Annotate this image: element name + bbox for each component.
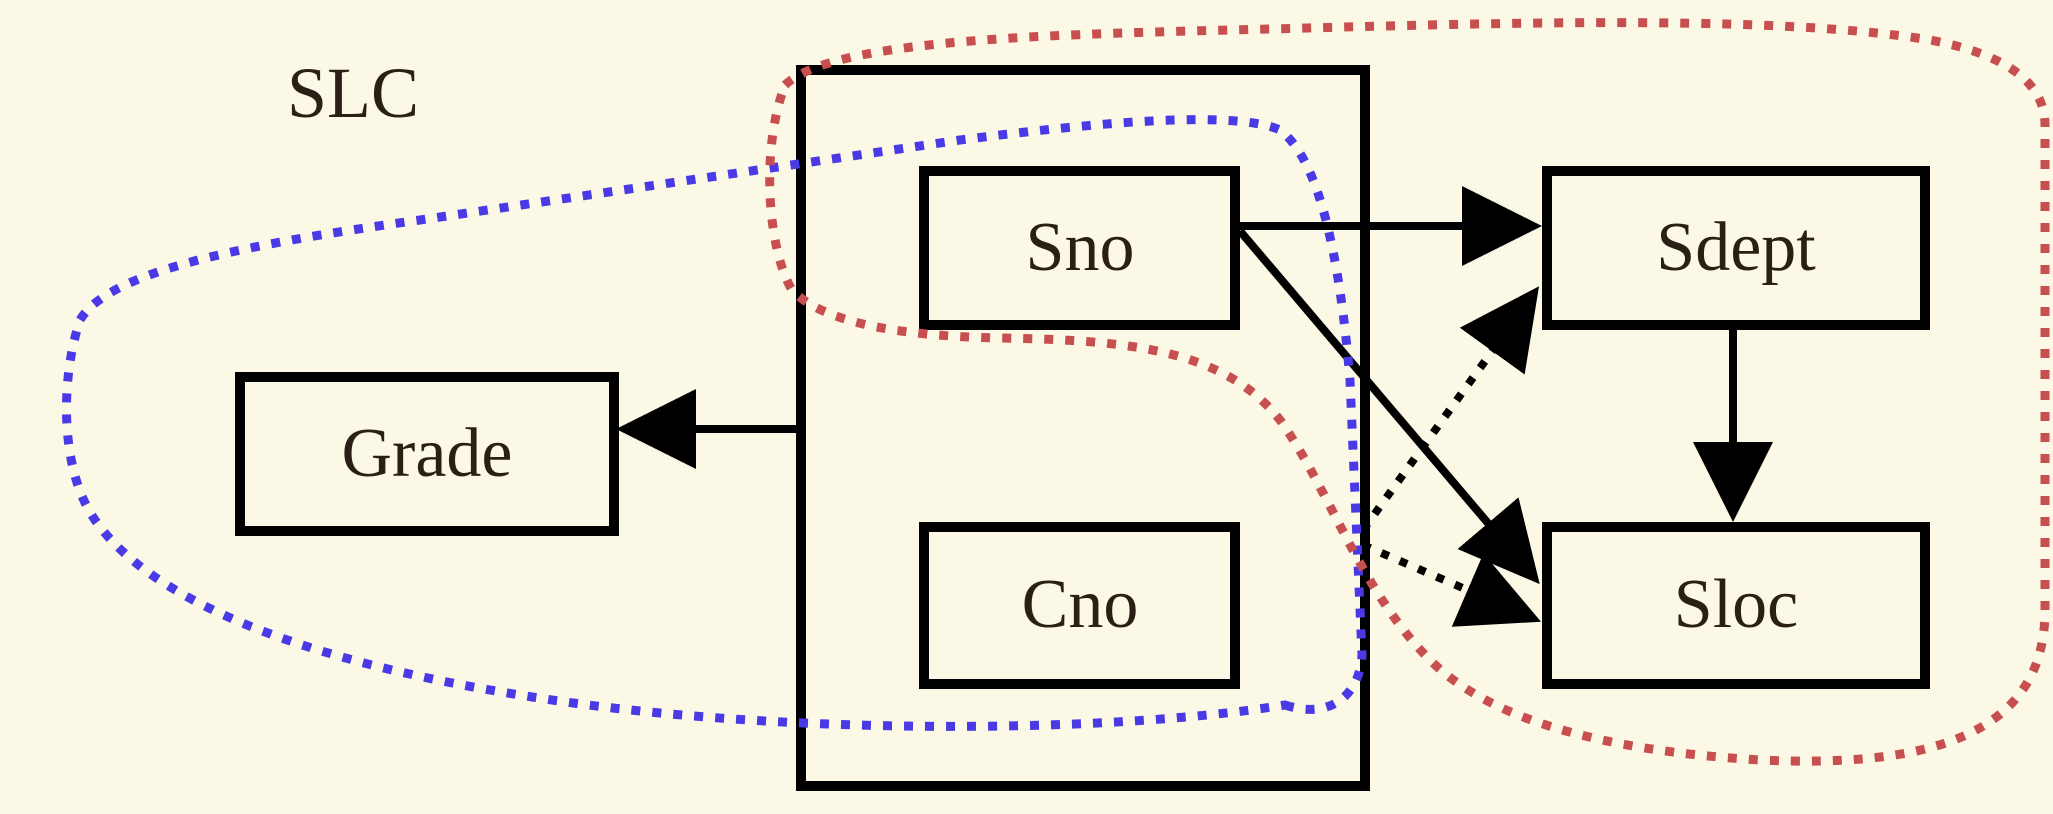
node-cno: Cno	[919, 522, 1240, 689]
node-sno-box	[919, 166, 1240, 330]
node-grade: Grade	[235, 372, 619, 536]
dotted-arrow-to-sdept	[1359, 286, 1540, 533]
composite-key-box	[796, 65, 1370, 791]
node-sdept: Sdept	[1542, 166, 1930, 330]
node-sloc-label: Sloc	[1674, 566, 1798, 643]
node-cno-label: Cno	[1022, 566, 1139, 643]
node-sloc-box	[1542, 522, 1930, 689]
diagram-title: SLC	[287, 53, 419, 133]
node-sdept-box	[1542, 166, 1930, 330]
node-sdept-label: Sdept	[1656, 209, 1816, 286]
node-cno-box	[919, 522, 1240, 689]
red-dotted-loop	[765, 18, 2050, 766]
node-sno-label: Sno	[1026, 209, 1135, 286]
node-grade-box	[235, 372, 619, 536]
dotted-arrow-to-sloc	[1361, 541, 1542, 627]
node-grade-label: Grade	[341, 415, 512, 492]
node-sno: Sno	[919, 166, 1240, 330]
blue-dotted-loop	[62, 115, 1367, 731]
arrow-sno-to-sloc	[1236, 228, 1540, 585]
node-sloc: Sloc	[1542, 522, 1930, 689]
